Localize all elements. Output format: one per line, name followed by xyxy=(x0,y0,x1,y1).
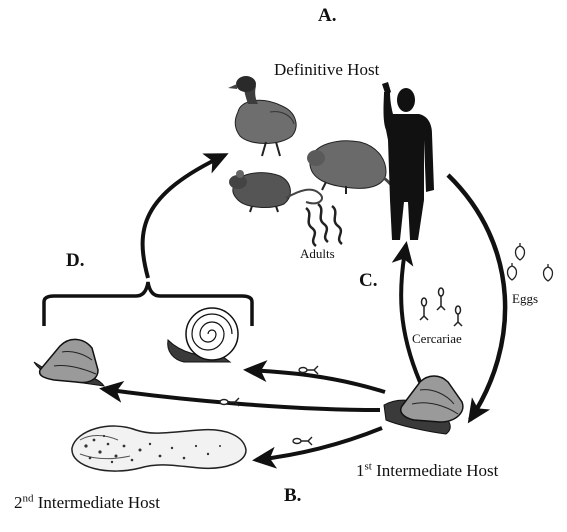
definitive-host-label: Definitive Host xyxy=(274,60,380,79)
second-int-rest: Intermediate Host xyxy=(33,493,161,512)
human-icon xyxy=(382,82,434,240)
eggs-label: Eggs xyxy=(512,291,538,306)
adults-label: Adults xyxy=(300,246,335,261)
first-int-rest: Intermediate Host xyxy=(371,461,499,480)
second-intermediate-host-label: 2nd Intermediate Host xyxy=(14,492,161,512)
rat-icon xyxy=(229,170,324,213)
first-int-sup: st xyxy=(364,460,372,473)
duck-icon xyxy=(228,76,297,157)
first-intermediate-host-label: 1st Intermediate Host xyxy=(356,460,499,480)
cercariae-label: Cercariae xyxy=(412,331,462,346)
panel-label-c: C. xyxy=(359,270,378,291)
cercaria-near-snail xyxy=(219,397,240,407)
snail-with-coiled-shell-icon xyxy=(167,307,239,363)
cercaria-near-coiled-snail xyxy=(298,365,319,375)
arrow-to-first-host xyxy=(446,173,508,424)
cercaria-near-tadpole xyxy=(292,436,313,446)
arrow-to-definitive-host xyxy=(140,153,229,279)
arrow-to-coiled-snail xyxy=(243,360,386,394)
cercariae-icon xyxy=(419,287,463,327)
arrow-to-snail xyxy=(99,380,381,412)
first-intermediate-snail-icon xyxy=(383,375,464,435)
arrow-to-tadpole xyxy=(252,426,383,469)
panel-label-b: B. xyxy=(284,485,302,506)
snail-icon xyxy=(33,338,106,387)
first-int-num: 1 xyxy=(356,461,365,480)
panel-label-d: D. xyxy=(66,250,85,271)
second-int-num: 2 xyxy=(14,493,23,512)
second-host-bracket xyxy=(42,281,254,326)
panel-label-a: A. xyxy=(318,5,337,26)
adult-worms-icon xyxy=(305,203,343,247)
eggs-icon xyxy=(506,243,554,282)
arrow-c-to-definitive-host xyxy=(391,241,422,383)
second-int-sup: nd xyxy=(22,492,34,505)
tadpole-icon xyxy=(71,425,247,472)
